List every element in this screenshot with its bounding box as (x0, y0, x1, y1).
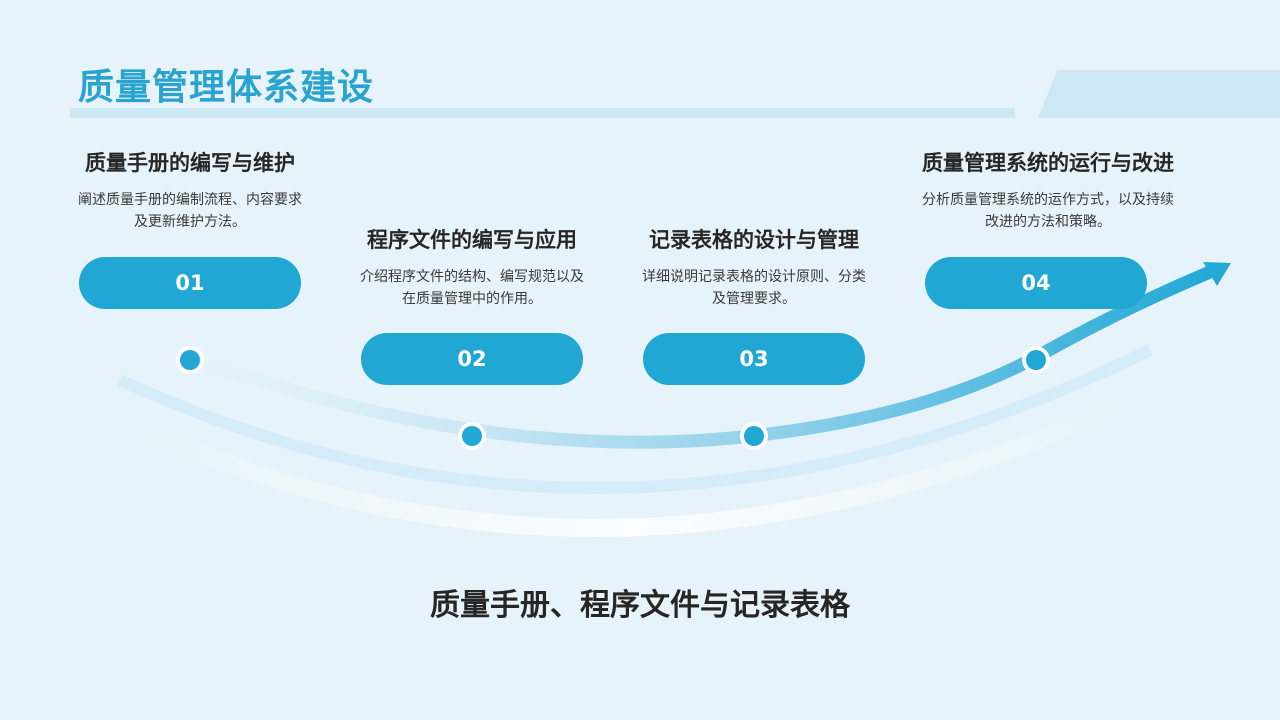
step-heading: 质量手册的编写与维护 (85, 151, 295, 175)
background-curve-outer (116, 381, 1154, 537)
step-description-line: 改进的方法和策略。 (985, 214, 1111, 230)
timeline-node (740, 422, 768, 450)
step-2-number-pill: 02 (361, 333, 583, 385)
step-4-number-pill: 04 (925, 257, 1147, 309)
step-heading: 质量管理系统的运行与改进 (922, 151, 1174, 175)
step-description: 介绍程序文件的结构、编写规范以及 在质量管理中的作用。 (332, 266, 612, 310)
step-heading: 记录表格的设计与管理 (649, 228, 859, 252)
step-1-number-pill: 01 (79, 257, 301, 309)
step-description-line: 及更新维护方法。 (134, 214, 246, 230)
step-description-line: 介绍程序文件的结构、编写规范以及 (360, 269, 584, 285)
timeline-node (176, 346, 204, 374)
step-description-line: 详细说明记录表格的设计原则、分类 (642, 269, 866, 285)
step-description-line: 在质量管理中的作用。 (402, 291, 542, 307)
step-2-text: 程序文件的编写与应用 介绍程序文件的结构、编写规范以及 在质量管理中的作用。 (332, 224, 612, 310)
step-description-line: 阐述质量手册的编制流程、内容要求 (78, 192, 302, 208)
step-4-text: 质量管理系统的运行与改进 分析质量管理系统的运作方式，以及持续 改进的方法和策略… (888, 147, 1208, 233)
step-description-line: 分析质量管理系统的运作方式，以及持续 (922, 192, 1174, 208)
step-description: 阐述质量手册的编制流程、内容要求 及更新维护方法。 (50, 189, 330, 233)
step-description: 分析质量管理系统的运作方式，以及持续 改进的方法和策略。 (888, 189, 1208, 233)
background-curve-middle (117, 344, 1153, 494)
step-3-text: 记录表格的设计与管理 详细说明记录表格的设计原则、分类 及管理要求。 (614, 224, 894, 310)
step-description-line: 及管理要求。 (712, 291, 796, 307)
step-1-text: 质量手册的编写与维护 阐述质量手册的编制流程、内容要求 及更新维护方法。 (50, 147, 330, 233)
slide-title: 质量管理体系建设 (78, 67, 375, 108)
corner-decoration (1038, 70, 1280, 118)
timeline-node (1022, 346, 1050, 374)
step-heading: 程序文件的编写与应用 (367, 228, 577, 252)
timeline-arrowhead (1203, 262, 1231, 286)
timeline-node (458, 422, 486, 450)
title-underline-bar (70, 108, 1015, 118)
step-description: 详细说明记录表格的设计原则、分类 及管理要求。 (614, 266, 894, 310)
step-3-number-pill: 03 (643, 333, 865, 385)
footer-caption: 质量手册、程序文件与记录表格 (430, 588, 850, 623)
timeline-arrow-line (123, 265, 1217, 449)
